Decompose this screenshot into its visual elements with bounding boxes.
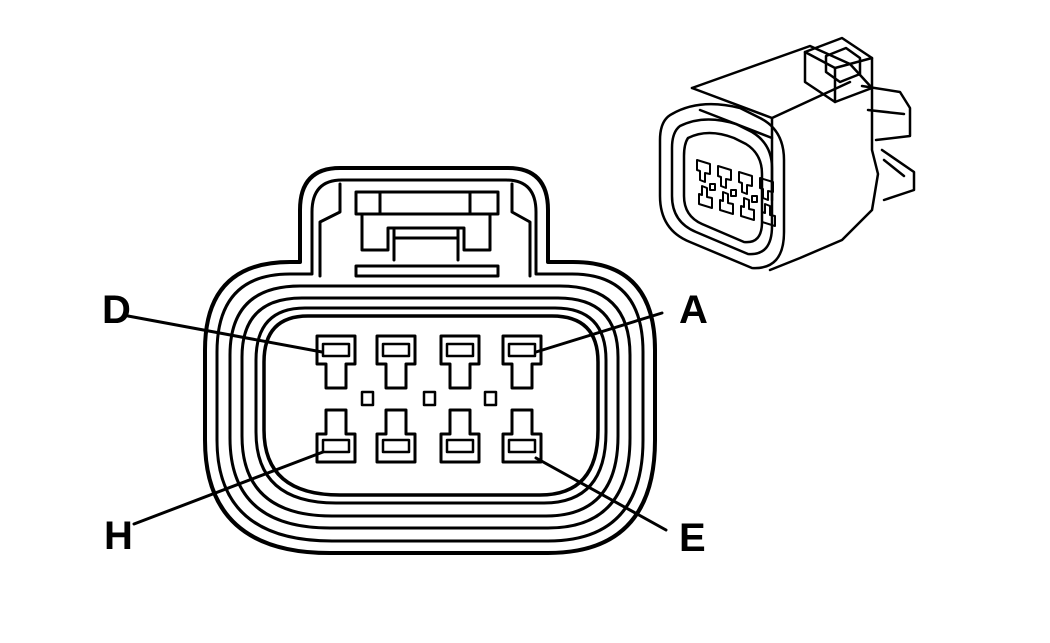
seal-ring-middle [240,296,620,518]
housing-inner-outline [215,178,645,543]
locking-latch [318,182,532,278]
pin-label-h: H [104,514,133,558]
terminal-a [501,334,543,390]
seal-ring-inner [254,306,608,505]
leader-line-d [126,314,324,354]
housing-outer-outline [203,166,657,555]
connector-face-view: D A H E [102,166,708,560]
terminal-row-top [315,334,543,390]
terminal-c [375,334,417,390]
leader-line-h [132,450,325,526]
connector-isometric-view [658,36,916,272]
terminal-row-bottom [315,408,543,464]
polarization-keys [360,390,498,407]
terminal-h [315,408,357,464]
seal-ring-outer [228,284,632,530]
terminal-b [439,334,481,390]
terminal-f [439,408,481,464]
pin-label-e: E [679,516,706,560]
leader-line-a [534,311,664,354]
terminal-d [315,334,357,390]
leader-lines [126,311,668,532]
cavity-face [262,314,600,497]
terminal-g [375,408,417,464]
terminal-e [501,408,543,464]
pin-label-d: D [102,288,131,332]
leader-line-e [534,456,668,532]
pin-label-a: A [679,288,708,332]
